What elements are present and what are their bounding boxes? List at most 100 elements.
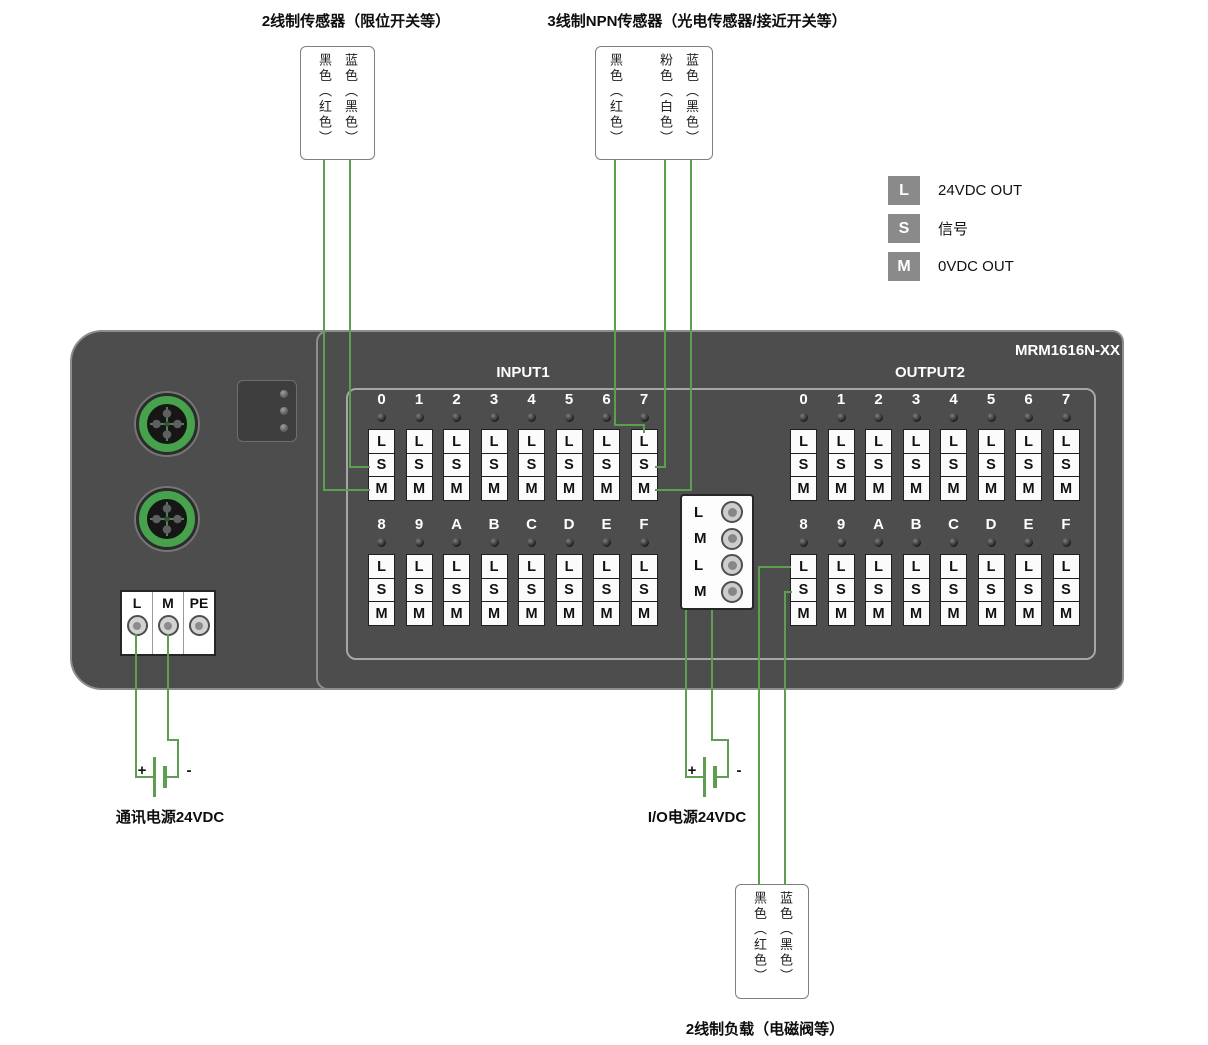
channel-number: 2 <box>452 391 461 408</box>
wire-segment <box>690 160 692 491</box>
terminal-M: M <box>555 601 583 626</box>
channel-number: A <box>873 516 884 533</box>
terminal-L: L <box>368 554 395 579</box>
io-power-title: I/O电源24VDC <box>647 809 747 826</box>
channel-number: C <box>526 516 537 533</box>
legend-key-m: M <box>888 252 920 281</box>
io-power-label-l2: L <box>694 556 704 574</box>
io-power-row: M <box>682 580 752 603</box>
terminal-S: S <box>1015 452 1042 478</box>
wire-segment <box>135 776 154 778</box>
sensor3-wire-label-1: 黑色（红色） <box>608 53 623 146</box>
channel-led-icon <box>874 538 883 547</box>
terminal-S: S <box>368 577 395 603</box>
wire-segment <box>349 160 351 468</box>
terminal-S: S <box>977 577 1005 603</box>
terminal-M: M <box>902 601 930 626</box>
wire-segment <box>167 739 179 741</box>
terminal-M: M <box>443 601 470 626</box>
load2-title: 2线制负载（电磁阀等） <box>685 1021 845 1038</box>
terminal-M: M <box>405 476 433 501</box>
legend-key-l: L <box>888 176 920 205</box>
terminal-M: M <box>977 476 1005 501</box>
terminal-L: L <box>865 429 892 454</box>
terminal-L: L <box>940 429 967 454</box>
output2-label: OUTPUT2 <box>894 364 965 381</box>
channel-led-icon <box>911 413 921 422</box>
terminal-L: L <box>555 429 583 454</box>
comm-terminal-label-m: M <box>162 595 174 611</box>
channel-led-icon <box>377 538 386 547</box>
io-power-row: L <box>682 554 752 577</box>
terminal-S: S <box>827 577 855 603</box>
wire-segment <box>177 740 179 778</box>
wire-segment <box>167 776 179 778</box>
terminal-L: L <box>1015 429 1042 454</box>
terminal-S: S <box>1052 577 1080 603</box>
terminal-M: M <box>1015 476 1042 501</box>
channel-led-icon <box>489 538 499 547</box>
io-power-label-m1: M <box>694 530 707 548</box>
io-battery-plus: + <box>687 762 697 779</box>
channel-led-icon <box>836 413 846 422</box>
wire-segment <box>167 634 169 740</box>
terminal-S: S <box>405 452 433 478</box>
wire-segment <box>717 776 729 778</box>
wire-segment <box>685 610 687 777</box>
channel-led-icon <box>602 413 611 422</box>
terminal-S: S <box>443 577 470 603</box>
channel-led-icon <box>986 538 996 547</box>
terminal-M: M <box>480 601 508 626</box>
comm-terminal-label-l: L <box>132 595 142 611</box>
terminal-S: S <box>940 452 967 478</box>
channel-number: 5 <box>986 391 996 408</box>
channel-number: 2 <box>874 391 883 408</box>
terminal-S: S <box>865 452 892 478</box>
channel-led-icon <box>986 413 996 422</box>
terminal-L: L <box>405 429 433 454</box>
comm-terminal-icon <box>126 615 148 636</box>
terminal-L: L <box>902 554 930 579</box>
terminal-L: L <box>1052 554 1080 579</box>
sensor2-wirebox <box>300 46 375 160</box>
channel-number: F <box>1061 516 1071 533</box>
legend-row-s: S 信号 <box>888 214 968 243</box>
sensor2-wire-label-2: 蓝色（黑色） <box>343 53 358 146</box>
channel-led-icon <box>602 538 611 547</box>
terminal-L: L <box>827 554 855 579</box>
terminal-M: M <box>790 601 817 626</box>
channel-number: B <box>910 516 922 533</box>
terminal-M: M <box>940 601 967 626</box>
terminal-S: S <box>518 577 545 603</box>
terminal-S: S <box>630 452 658 478</box>
load2-wirebox <box>735 884 809 999</box>
channel-number: 9 <box>414 516 424 533</box>
battery-plate-long <box>153 757 156 797</box>
terminal-S: S <box>790 452 817 478</box>
channel-led-icon <box>564 413 574 422</box>
load2-wire-label-2: 蓝色（黑色） <box>778 891 793 984</box>
battery-plate-long <box>703 757 706 797</box>
terminal-L: L <box>630 554 658 579</box>
load2-wire-label-1: 黑色（红色） <box>752 891 767 984</box>
